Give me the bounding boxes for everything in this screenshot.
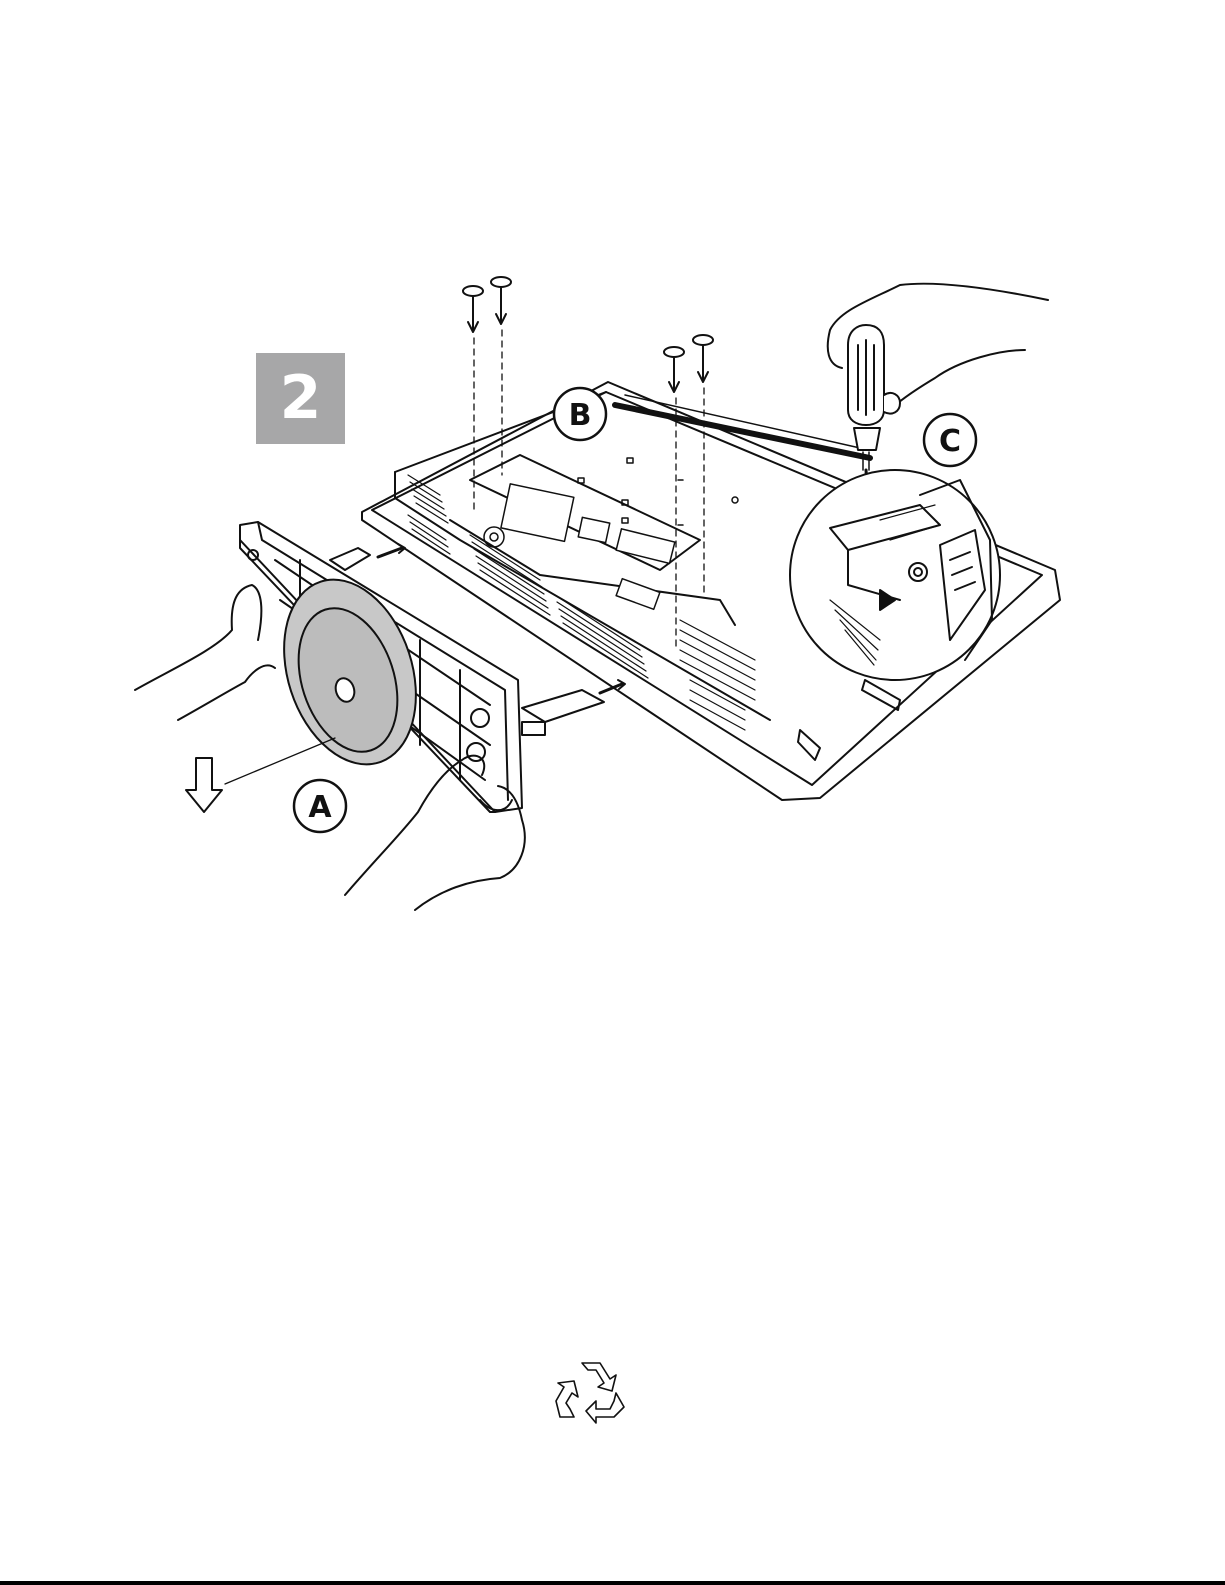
screws (463, 277, 713, 392)
screw-icon (664, 347, 684, 392)
bottom-rule (0, 1581, 1225, 1585)
callout-c: C (939, 424, 961, 459)
arrow-down-icon (186, 758, 222, 812)
screw-icon (693, 335, 713, 382)
recycle-icon (554, 1357, 628, 1425)
swivel-plate (262, 562, 439, 781)
magnifier-detail (790, 470, 1000, 680)
callout-a-leader (225, 738, 335, 784)
assembly-illustration: A B C (0, 0, 1225, 1000)
screw-icon (463, 286, 483, 332)
callout-a: A (308, 790, 332, 825)
step-number-badge: 2 (256, 353, 345, 444)
callout-b: B (569, 398, 592, 433)
screw-icon (491, 277, 511, 324)
